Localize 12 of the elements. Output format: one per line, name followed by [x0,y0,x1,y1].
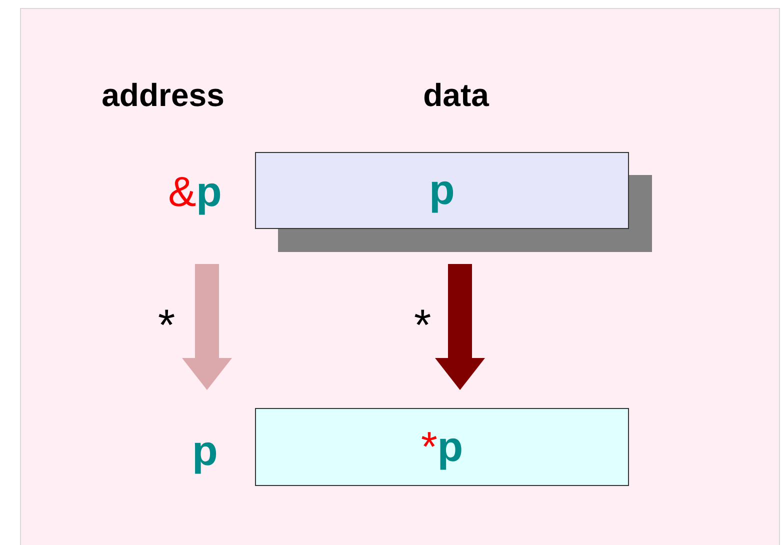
edge-label: * [414,304,432,348]
variable-text: p [192,427,218,474]
arrow [435,264,485,390]
variable-text: p [429,166,455,213]
arrow [182,264,232,390]
edge-label: * [158,304,176,348]
memory-cell [255,408,629,486]
variable-text: *p [420,422,463,470]
column-heading: data [423,79,489,111]
variable-text: &p [168,168,222,215]
column-heading: address [102,79,224,111]
memory-cell [255,152,629,229]
